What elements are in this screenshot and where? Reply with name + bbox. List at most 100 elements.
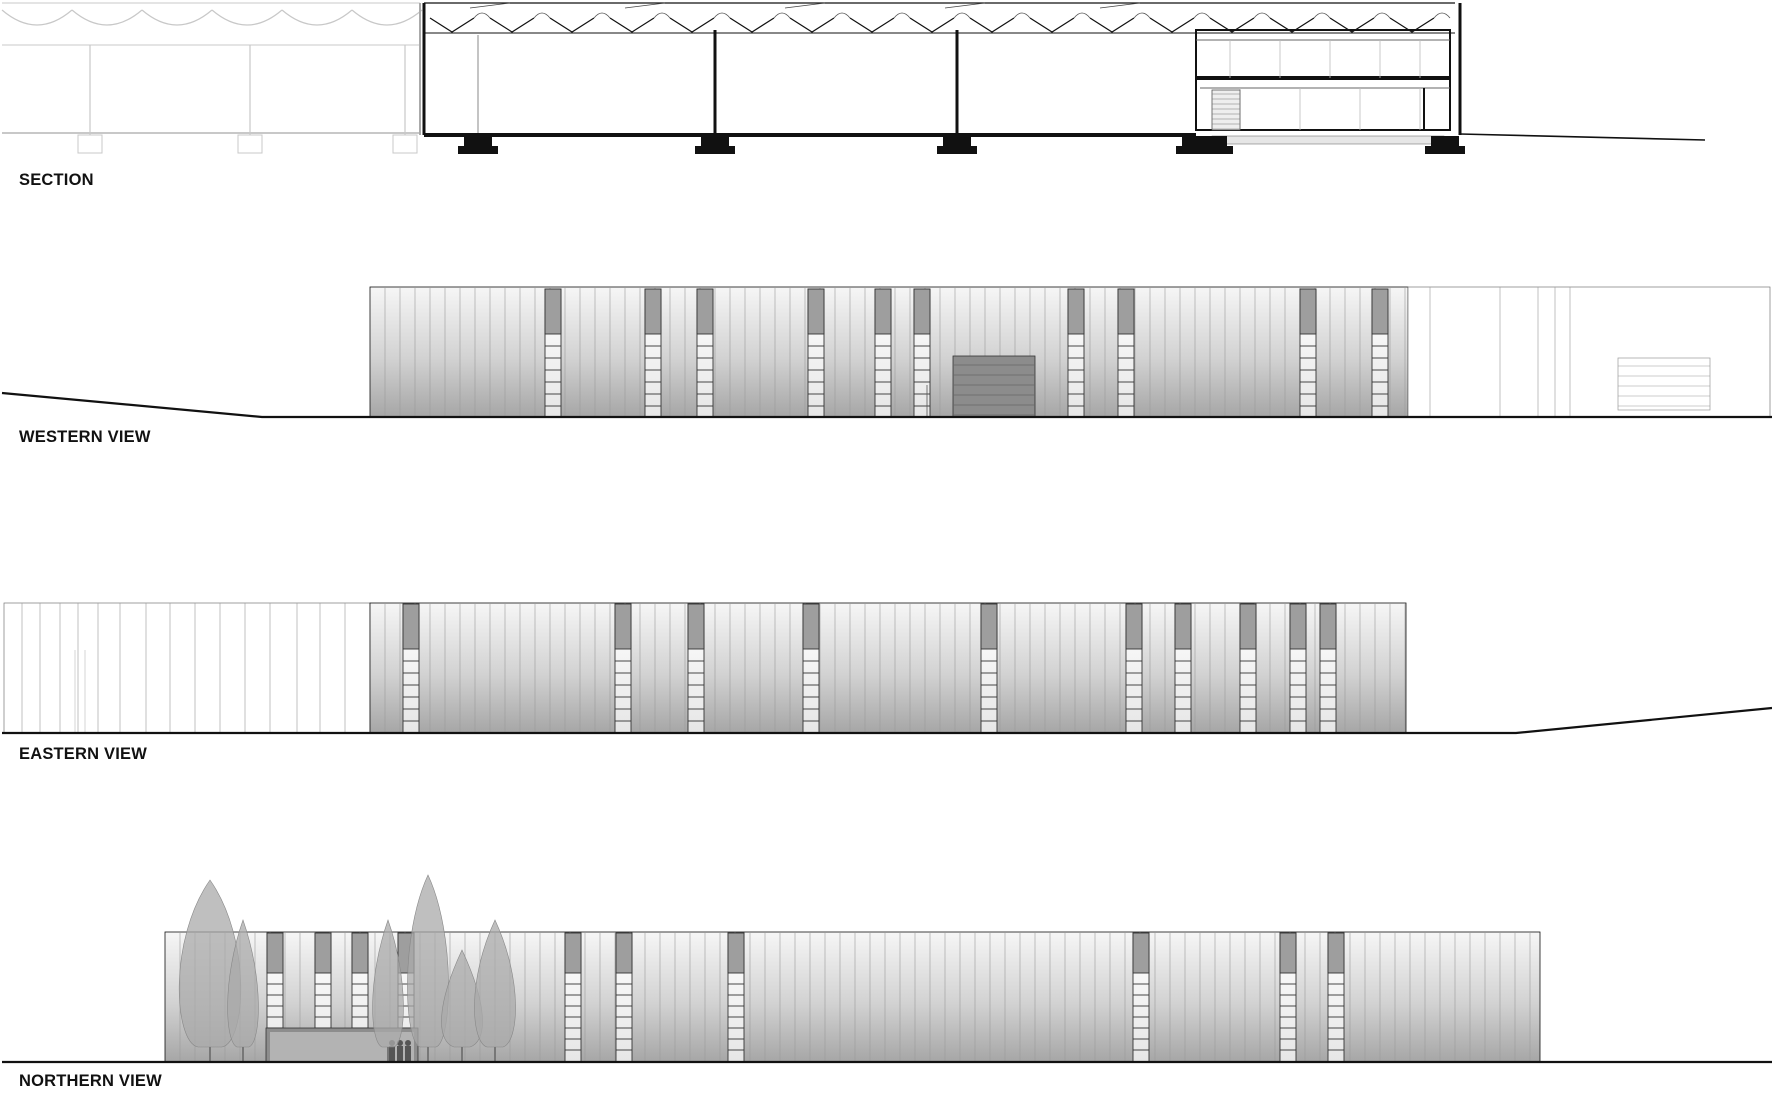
western-service-door — [952, 355, 1036, 418]
western-view-caption: WESTERN VIEW — [19, 428, 151, 446]
footing-cap — [1431, 136, 1459, 146]
roof-shed-arc — [773, 12, 791, 19]
roof-shed-arc — [1193, 12, 1211, 19]
window-head-panel — [1117, 288, 1135, 335]
footing-cap — [1199, 136, 1227, 146]
roof-shed-arc — [1313, 12, 1331, 19]
northern-view-drawing — [2, 874, 1772, 1064]
footing-cap — [464, 136, 492, 146]
roof-shed-arc — [1073, 12, 1091, 19]
section-drawing — [1, 2, 1706, 154]
roof-glazing — [469, 2, 511, 9]
roof-shed-tooth — [1269, 17, 1315, 33]
roof-shed-tooth — [1089, 17, 1135, 33]
roof-shed-tooth — [849, 17, 895, 33]
roof-shed-arc — [1433, 12, 1451, 19]
eastern-view-drawing — [2, 602, 1772, 735]
roof-shed-arc — [1253, 12, 1271, 19]
roof-shed-arc — [1373, 12, 1391, 19]
western-annex-wall — [1407, 286, 1771, 418]
eastern-ground-line — [2, 706, 1772, 735]
footing-cap — [943, 136, 971, 146]
roof-shed-tooth — [549, 17, 595, 33]
window-head-panel — [913, 288, 931, 335]
roof-shed-tooth — [789, 17, 835, 33]
roof-shed-tooth — [669, 17, 715, 33]
existing-shed-vault — [351, 9, 423, 26]
window-head-panel — [314, 932, 332, 974]
existing-shed-vault — [141, 9, 213, 26]
window-head-panel — [615, 932, 633, 974]
roof-shed-arc — [833, 12, 851, 19]
roof-shed-tooth — [969, 17, 1015, 33]
person-silhouette-head — [405, 1040, 411, 1046]
northern-view-caption: NORTHERN VIEW — [19, 1072, 162, 1090]
roof-glazing — [944, 2, 986, 9]
roof-shed-arc — [1013, 12, 1031, 19]
roof-shed-arc — [893, 12, 911, 19]
existing-shed-vault — [71, 9, 143, 26]
roof-shed-tooth — [1149, 17, 1195, 33]
footing-base — [1425, 146, 1465, 154]
office-slab-insulation — [1211, 135, 1445, 145]
window-head-panel — [614, 603, 632, 650]
section-ground-line — [1459, 133, 1706, 141]
roof-shed-arc — [533, 12, 551, 19]
person-silhouette-body — [405, 1046, 411, 1062]
existing-shed-vault — [1, 9, 73, 26]
window-head-panel — [807, 288, 825, 335]
roof-glazing — [1099, 2, 1141, 9]
roof-shed-arc — [713, 12, 731, 19]
roof-shed-tooth — [489, 17, 535, 33]
roof-shed-arc — [653, 12, 671, 19]
existing-shed-vault — [211, 9, 283, 26]
window-head-panel — [1067, 288, 1085, 335]
footing-cap — [701, 136, 729, 146]
roof-shed-tooth — [1209, 17, 1255, 33]
roof-shed-tooth — [1029, 17, 1075, 33]
eastern-annex-wall — [3, 602, 371, 734]
window-head-panel — [351, 932, 369, 974]
roof-shed-tooth — [609, 17, 655, 33]
existing-shed-vault — [281, 9, 353, 26]
roof-glazing — [784, 2, 826, 9]
eastern-view-caption: EASTERN VIEW — [19, 745, 147, 763]
roof-shed-arc — [953, 12, 971, 19]
window-head-panel — [687, 603, 705, 650]
roof-shed-tooth — [1389, 17, 1435, 33]
window-head-panel — [544, 288, 562, 335]
roof-shed-arc — [473, 12, 491, 19]
window-head-panel — [1299, 288, 1317, 335]
window-head-panel — [696, 288, 714, 335]
footing-cap — [1182, 136, 1210, 146]
western-ground-line — [1, 391, 1772, 419]
window-head-panel — [1279, 932, 1297, 974]
window-head-panel — [564, 932, 582, 974]
roof-shed-tooth — [909, 17, 955, 33]
existing-footing — [237, 134, 263, 154]
section-caption: SECTION — [19, 171, 94, 189]
person-silhouette-body — [389, 1046, 395, 1062]
window-head-panel — [1125, 603, 1143, 650]
window-head-panel — [1319, 603, 1337, 650]
window-head-panel — [1371, 288, 1389, 335]
window-head-panel — [402, 603, 420, 650]
window-head-panel — [1174, 603, 1192, 650]
western-view-drawing — [1, 286, 1772, 419]
window-head-panel — [874, 288, 892, 335]
footing-base — [458, 146, 498, 154]
footing-base — [937, 146, 977, 154]
window-head-panel — [802, 603, 820, 650]
roof-shed-arc — [1133, 12, 1151, 19]
footing-base — [695, 146, 735, 154]
eastern-clad-wall — [369, 602, 1407, 734]
window-head-panel — [1132, 932, 1150, 974]
existing-footing — [392, 134, 418, 154]
roof-shed-tooth — [429, 17, 475, 33]
person-silhouette-body — [397, 1046, 403, 1062]
roof-shed-tooth — [729, 17, 775, 33]
window-head-panel — [1327, 932, 1345, 974]
roof-shed-arc — [593, 12, 611, 19]
window-head-panel — [727, 932, 745, 974]
window-head-panel — [266, 932, 284, 974]
